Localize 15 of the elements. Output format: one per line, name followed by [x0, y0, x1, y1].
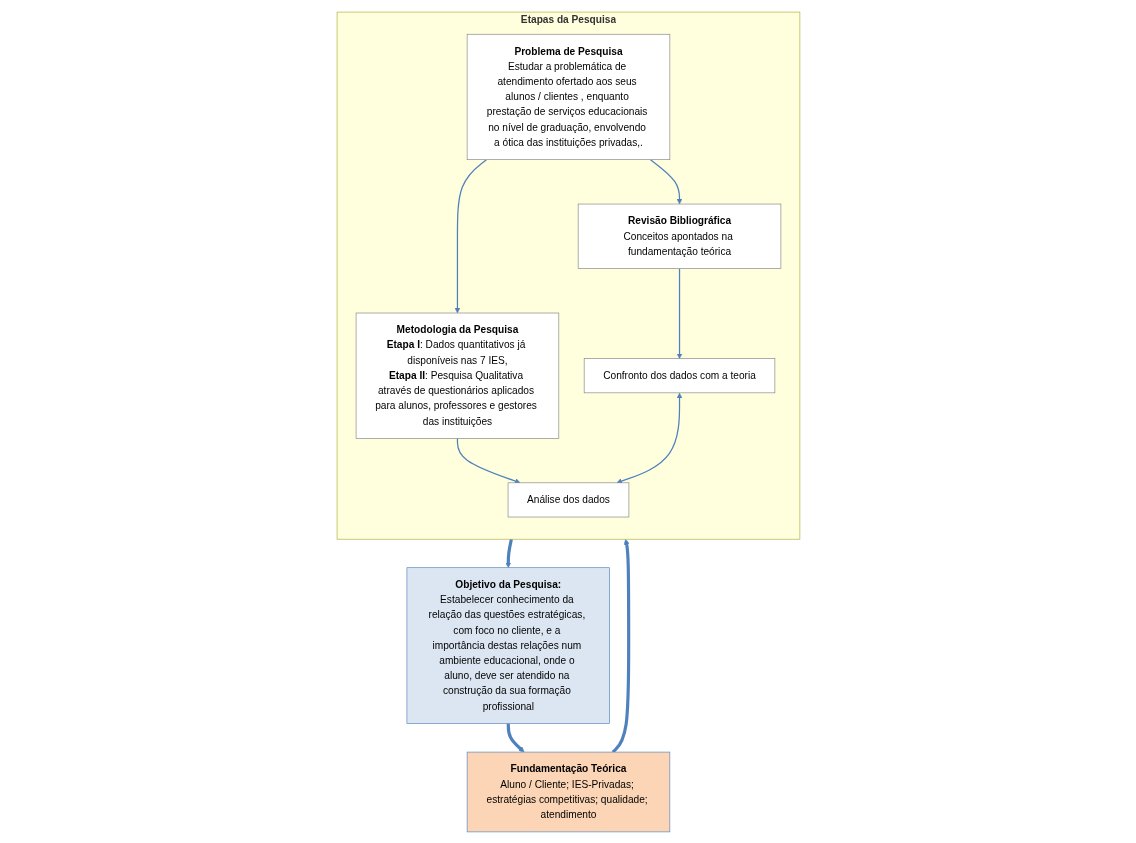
arrow [456, 437, 520, 484]
node-box: Objetivo da Pesquisa: Estabelecer conhecimento da relação das questões estratégicas, com foco no cliente, e a importância destas relações num ambiente educacional, onde o aluno, deve ser atendido na construção da sua formação profissional [406, 566, 610, 724]
node-box: Confronto dos dados com a teoria [583, 357, 775, 393]
arrow [676, 267, 682, 359]
arrow [616, 392, 682, 484]
arrow [611, 538, 630, 753]
node-box: Fundamentação Teórica Aluno / Cliente; IES-Privadas; estratégias competitivas; qualidade; atendimento [466, 751, 670, 832]
arrow [454, 158, 487, 313]
arrow [506, 723, 524, 752]
node-box: Problema de Pesquisa Estudar a problemática de atendimento ofertado aos seus alunos / clientes , enquanto prestação de serviços educacionais no nível de graduação, envolvendo a ótica das instituições privadas,. [466, 33, 670, 160]
arrow [649, 158, 682, 204]
node-box: Revisão Bibliográfica Conceitos apontados na fundamentação teórica [577, 203, 781, 269]
node-box: Análise dos dados [507, 482, 629, 517]
arrow [505, 538, 513, 568]
node-box: Metodologia da Pesquisa Etapa I: Dados quantitativos já disponíveis nas 7 IES, Etapa II: Pesquisa Qualitativa através de questionários aplicados para alunos, professores e gestores das instituições [355, 312, 559, 439]
